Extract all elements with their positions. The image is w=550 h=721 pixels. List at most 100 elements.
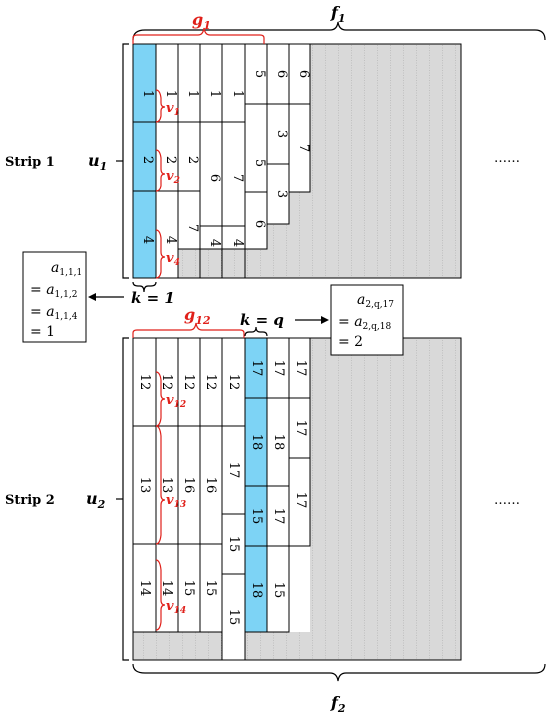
strip-2-u-label: u2 xyxy=(86,489,106,511)
strip-2-g-label: g12 xyxy=(184,305,211,327)
strip-1-u-label: u1 xyxy=(88,151,107,173)
strip-1-v-brace xyxy=(155,229,166,279)
svg-text:= 1: = 1 xyxy=(30,324,55,340)
strip-1-cell: 4 xyxy=(207,239,222,247)
strip-2-ellipsis: …… xyxy=(494,493,520,508)
strip-2-v-label: v14 xyxy=(166,599,186,616)
strip-2-free-area xyxy=(310,338,461,660)
strip-1-cell: 2 xyxy=(163,156,178,164)
strip-1-v-brace xyxy=(155,89,166,123)
strip-2-v-brace xyxy=(155,425,166,545)
strip-1-cell: 6 xyxy=(274,70,289,78)
strip-2-column-7: 17 18 17 15 xyxy=(266,337,290,633)
strip-2-v-brace xyxy=(155,559,166,631)
strip-2-cell: 12 xyxy=(181,374,196,391)
strip-2-cell: 17 xyxy=(271,360,286,377)
strip-1-v-label: v1 xyxy=(166,101,180,118)
strip-2-bottom-brace xyxy=(132,663,546,682)
strip-1-cell: 5 xyxy=(252,159,267,167)
svg-text:= 2: = 2 xyxy=(338,334,363,350)
strip-2-cell: 12 xyxy=(159,374,174,391)
strip-2-cell: 17 xyxy=(293,420,308,437)
strip-2-border xyxy=(132,337,462,661)
k1-brace xyxy=(132,281,157,293)
strip-1-cell: 6 xyxy=(252,220,267,228)
strip-2-cell: 18 xyxy=(271,434,286,451)
strip-2-cell: 12 xyxy=(137,374,152,391)
strip-2-label: Strip 2 xyxy=(5,493,55,508)
strip-1-cell: 2 xyxy=(185,156,200,164)
strip-2-cell: 18 xyxy=(249,434,264,451)
strip-1-cell: 1 xyxy=(140,90,155,98)
strip-1-column-1: 1 2 4 xyxy=(132,43,157,279)
strip-1-cell: 4 xyxy=(140,236,155,244)
strip-2-cell: 12 xyxy=(226,374,241,391)
strip-1-cell: 2 xyxy=(140,156,155,164)
strip-1-border xyxy=(132,43,462,279)
strip-1-top-brace xyxy=(132,21,546,41)
strip-1-cell: 7 xyxy=(185,224,200,232)
strip-2-cell: 15 xyxy=(181,580,196,597)
strip-1-cell: 6 xyxy=(207,174,222,182)
strip-2-v-label: v13 xyxy=(166,493,186,510)
strip-2-column-1: 12 13 14 xyxy=(132,337,157,633)
strip-2-cell: 12 xyxy=(203,374,218,391)
strip-2-column-2: 12 13 14 xyxy=(155,337,179,633)
strip-1-f-label: f1 xyxy=(330,3,346,25)
strip-1-column-2: 1 2 4 xyxy=(155,43,179,279)
strip-1-cell: 4 xyxy=(163,236,178,244)
strip-2-g-brace xyxy=(132,322,245,338)
strip-1-cell: 6 xyxy=(296,70,311,78)
strip-2-v-brace xyxy=(155,371,166,427)
strip-1-left-brace xyxy=(122,43,129,279)
formula-box-1: a1,1,1 = a1,1,2 = a1,1,4 = 1 xyxy=(22,251,87,343)
strip-2-cell: 15 xyxy=(226,609,241,626)
strip-2-column-8: 17 17 17 xyxy=(288,337,311,547)
strip-1-column-6: 5 5 6 xyxy=(244,43,268,250)
strip-1-cell: 1 xyxy=(163,90,178,98)
strip-2-cell: 15 xyxy=(226,536,241,553)
strip-2-cell: 15 xyxy=(249,508,264,525)
strip-2-cell: 16 xyxy=(181,477,196,494)
strip-1-cell: 1 xyxy=(230,90,245,98)
strip-1-g-brace xyxy=(132,27,265,44)
strip-2-cell: 17 xyxy=(226,462,241,479)
strip-1-label: Strip 1 xyxy=(5,155,55,170)
kq-label: k = q xyxy=(240,311,284,329)
strip-2-cell: 18 xyxy=(249,582,264,599)
strip-2-left-brace xyxy=(122,337,129,661)
k1-label: k = 1 xyxy=(131,289,175,307)
strip-1-cell: 1 xyxy=(207,90,222,98)
strip-2-column-4: 12 16 15 xyxy=(199,337,223,633)
kq-brace xyxy=(244,326,268,337)
strip-1-column-4: 1 6 4 xyxy=(199,43,223,279)
strip-2-cell: 17 xyxy=(249,360,264,377)
svg-text:a2,q,17: a2,q,17 xyxy=(357,292,394,310)
svg-text:= a2,q,18: = a2,q,18 xyxy=(338,314,391,332)
strip-2-cell: 14 xyxy=(137,580,152,597)
strip-2-cell: 17 xyxy=(293,360,308,377)
formula-box-2: a2,q,17 = a2,q,18 = 2 xyxy=(330,284,404,356)
strip-1-v-brace xyxy=(155,149,166,192)
strip-1-cell: 5 xyxy=(252,70,267,78)
strip-2-column-5: 12 17 15 15 xyxy=(221,337,246,661)
strip-2-f-label: f2 xyxy=(330,693,346,715)
strip-1: 1 2 4 1 2 4 1 2 7 1 xyxy=(116,21,546,279)
strip-1-cell: 7 xyxy=(296,144,311,152)
svg-text:a1,1,1: a1,1,1 xyxy=(51,260,82,278)
strip-2-cell: 13 xyxy=(159,477,174,494)
strip-2-column-3: 12 16 15 xyxy=(177,337,201,633)
strip-2-cell: 17 xyxy=(293,492,308,509)
strip-2-cell: 13 xyxy=(137,477,152,494)
strip-1-column-8: 6 7 xyxy=(288,43,311,193)
strip-1-cell: 3 xyxy=(274,130,289,138)
strip-1-ellipsis: …… xyxy=(494,151,520,166)
strip-1-g-label: g1 xyxy=(192,10,211,32)
svg-text:= a1,1,2: = a1,1,2 xyxy=(30,282,77,300)
strip-1-v-label: v2 xyxy=(166,169,180,186)
strip-2-v-label: v12 xyxy=(166,393,186,410)
strip-1-cell: 7 xyxy=(230,174,245,182)
strip-2-cell: 14 xyxy=(159,580,174,597)
strip-2: 12 13 14 12 13 14 12 16 15 12 16 xyxy=(116,322,546,682)
